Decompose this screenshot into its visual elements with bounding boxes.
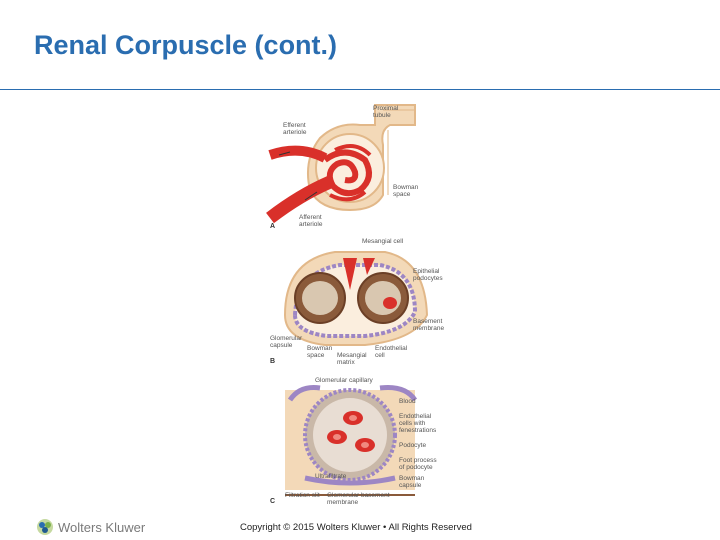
wolters-kluwer-logo: Wolters Kluwer [36, 518, 145, 536]
label-glomerular-capsule: Glomerular capsule [270, 335, 303, 349]
label-glomerular-basement-membrane: Glomerular basement membrane [327, 492, 390, 506]
label-proximal-tubule: Proximal tubule [373, 105, 399, 119]
label-foot-process: Foot process of podocyte [399, 457, 437, 471]
label-podocyte: Podocyte [399, 442, 427, 449]
panel-b-letter: B [270, 358, 276, 365]
label-bowman-space-a: Bowman space [393, 184, 419, 198]
label-mesangial-cell: Mesangial cell [362, 238, 404, 245]
renal-corpuscle-illustration [266, 104, 429, 496]
label-ultrafiltrate: Ultrafiltrate [315, 473, 347, 480]
panel-b-illustration [283, 251, 429, 346]
label-blood: Blood [399, 398, 416, 405]
label-bowman-capsule: Bowman capsule [399, 475, 425, 489]
label-bowman-space-b: Bowman space [307, 345, 333, 359]
label-endothelial-fenestrations: Endothelial cells with fenestrations [399, 413, 437, 434]
label-epithelial-podocytes: Epithelial podocytes [413, 268, 443, 282]
copyright-footer: Copyright © 2015 Wolters Kluwer • All Ri… [240, 522, 472, 533]
panel-a-letter: A [270, 223, 276, 230]
label-efferent-arteriole: Efferent arteriole [283, 122, 307, 136]
label-basement-membrane: Basement membrane [413, 318, 445, 332]
panel-c-illustration [285, 385, 418, 496]
wolters-kluwer-logo-icon [37, 519, 53, 535]
panel-c-letter: C [270, 498, 276, 505]
slide-title: Renal Corpuscle (cont.) [34, 30, 338, 60]
label-glomerular-capillary: Glomerular capillary [315, 377, 373, 384]
renal-corpuscle-figure: Efferent arteriole Proximal tubule Bowma… [265, 100, 455, 510]
panel-a-illustration [266, 104, 416, 224]
label-mesangial-matrix: Mesangial matrix [337, 352, 367, 366]
label-afferent-arteriole: Afferent arteriole [299, 214, 323, 228]
label-filtration-slit: Filtration slit [285, 492, 320, 499]
title-divider [0, 89, 720, 90]
logo-text: Wolters Kluwer [58, 519, 146, 535]
label-endothelial-cell: Endothelial cell [375, 345, 408, 359]
